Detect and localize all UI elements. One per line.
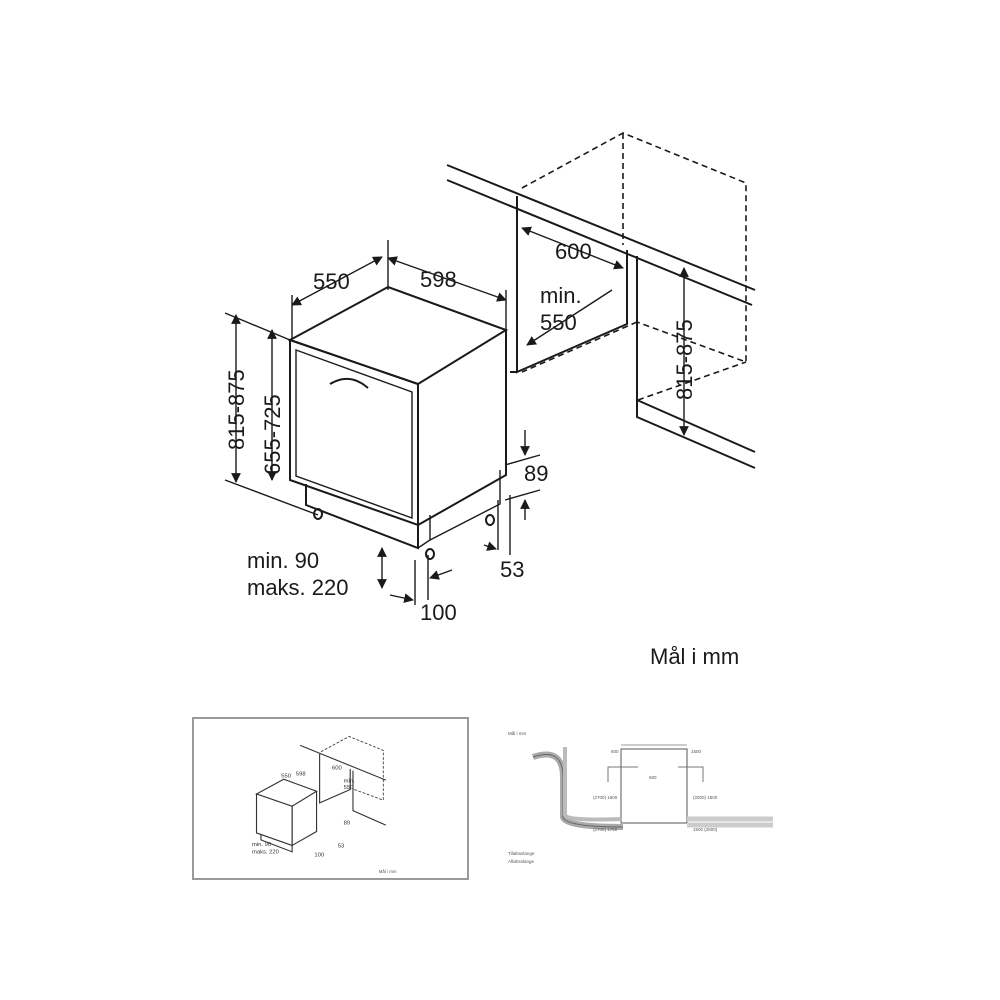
svg-text:(2700) 1750: (2700) 1750	[593, 827, 618, 832]
plinth-gap-label: 53	[500, 557, 524, 582]
svg-text:53: 53	[338, 844, 345, 850]
niche-depth-label-1: min.	[540, 283, 582, 308]
svg-text:min.: min.	[344, 778, 355, 784]
niche-height-label: 815-875	[672, 319, 697, 400]
svg-text:600: 600	[649, 775, 657, 780]
plinth-depth-label: 100	[420, 600, 457, 625]
svg-text:Afløbsslange: Afløbsslange	[508, 859, 535, 864]
dimensions-thumbnail-drawing: 550 598 600 min. 550 89 53 100 min. 90 m…	[252, 736, 397, 874]
front-height-label: 655-725	[260, 394, 285, 475]
depth-label: 550	[313, 269, 350, 294]
dimensions-thumbnail[interactable]: 550 598 600 min. 550 89 53 100 min. 90 m…	[192, 717, 469, 880]
svg-text:598: 598	[296, 772, 306, 778]
foot-min-label: min. 90	[247, 548, 319, 573]
svg-text:(2700) 1600: (2700) 1600	[593, 795, 618, 800]
svg-text:550: 550	[344, 785, 355, 791]
kitchen-niche	[446, 132, 756, 469]
dimension-lines	[224, 226, 689, 605]
width-label: 598	[420, 267, 457, 292]
foot-max-label: maks. 220	[247, 575, 349, 600]
svg-text:100: 100	[314, 853, 325, 859]
svg-text:min. 90: min. 90	[252, 842, 272, 848]
total-height-label: 815-875	[224, 369, 249, 450]
svg-text:maks. 220: maks. 220	[252, 850, 280, 856]
svg-text:1500: 1500	[691, 749, 702, 754]
svg-text:1500 (2800): 1500 (2800)	[693, 827, 718, 832]
connections-thumbnail[interactable]: Mål i mm 600 600 1500 (2700) 1600 (2700)…	[503, 727, 781, 872]
svg-text:(2000) 1500: (2000) 1500	[693, 795, 718, 800]
svg-text:600: 600	[332, 766, 343, 772]
connections-thumbnail-drawing: Mål i mm 600 600 1500 (2700) 1600 (2700)…	[508, 730, 773, 864]
niche-width-label: 600	[555, 239, 592, 264]
units-note: Mål i mm	[650, 644, 739, 669]
plinth-height-label: 89	[524, 461, 548, 486]
svg-text:Tilløbsslange: Tilløbsslange	[508, 851, 535, 856]
svg-text:Mål i mm: Mål i mm	[379, 869, 397, 874]
dishwasher-dimension-diagram: 550 598 600 min. 550 815-875 655-725 815…	[224, 132, 756, 669]
svg-text:89: 89	[344, 820, 351, 826]
niche-depth-label-2: 550	[540, 310, 577, 335]
svg-text:600: 600	[611, 749, 619, 754]
dishwasher-body	[287, 285, 509, 560]
svg-text:Mål i mm: Mål i mm	[508, 730, 526, 736]
svg-text:550: 550	[281, 774, 292, 780]
